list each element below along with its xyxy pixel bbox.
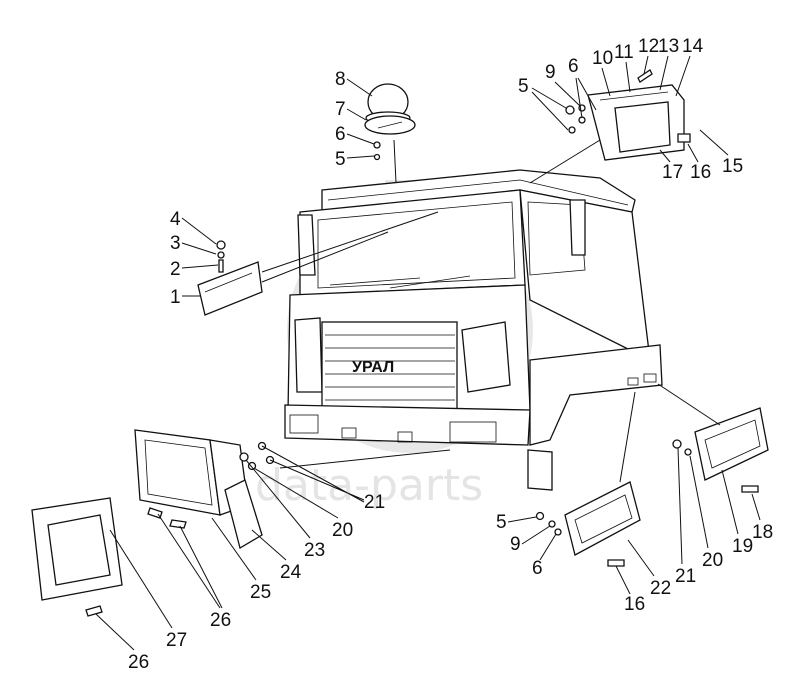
roof-side-lamp — [529, 69, 691, 184]
callout-8: 8 — [335, 69, 346, 90]
callout-1: 1 — [170, 287, 181, 308]
callout-16-roof: 16 — [690, 162, 711, 183]
callout-11: 11 — [614, 42, 634, 63]
callouts: 4 3 2 1 8 7 6 5 5 9 6 10 11 12 13 14 15 — [95, 36, 773, 673]
callout-16-turn: 16 — [624, 594, 645, 615]
roof-beacon — [364, 83, 416, 184]
callout-9-roof: 9 — [545, 62, 556, 83]
callout-5-beacon: 5 — [335, 149, 346, 170]
callout-6-roof: 6 — [568, 56, 579, 77]
callout-13: 13 — [658, 36, 679, 57]
side-marker-lamp — [657, 383, 769, 493]
callout-24: 24 — [280, 562, 302, 583]
callout-18: 18 — [752, 522, 773, 543]
callout-15: 15 — [722, 156, 743, 177]
watermark-text: data-parts — [255, 460, 483, 511]
callout-27: 27 — [166, 630, 187, 651]
callout-6-turn: 6 — [532, 558, 543, 579]
callout-5-roof: 5 — [518, 76, 529, 97]
roof-marker-lamp — [197, 211, 439, 316]
callout-20-head: 20 — [332, 520, 353, 541]
callout-6-beacon: 6 — [335, 124, 346, 145]
truck-cab: УРАЛ — [284, 169, 663, 491]
callout-26-bezel: 26 — [128, 652, 149, 673]
callout-10: 10 — [592, 48, 613, 69]
callout-7: 7 — [335, 99, 346, 120]
turn-signal-lamp — [535, 391, 641, 567]
callout-23: 23 — [304, 540, 325, 561]
callout-19: 19 — [732, 536, 753, 557]
grille-badge: УРАЛ — [352, 359, 394, 376]
callout-14: 14 — [682, 36, 704, 57]
headlamp-assembly — [31, 429, 451, 617]
callout-4: 4 — [170, 209, 181, 230]
callout-21-side: 21 — [675, 566, 696, 587]
callout-17: 17 — [662, 162, 683, 183]
callout-2: 2 — [170, 259, 181, 280]
callout-21-head: 21 — [364, 492, 385, 513]
callout-12: 12 — [638, 36, 659, 57]
callout-25: 25 — [250, 582, 271, 603]
callout-22: 22 — [650, 578, 671, 599]
callout-9-turn: 9 — [510, 534, 521, 555]
callout-26-head: 26 — [210, 610, 231, 631]
callout-3: 3 — [170, 233, 181, 254]
callout-5-turn: 5 — [496, 512, 507, 533]
callout-20-side: 20 — [702, 550, 723, 571]
